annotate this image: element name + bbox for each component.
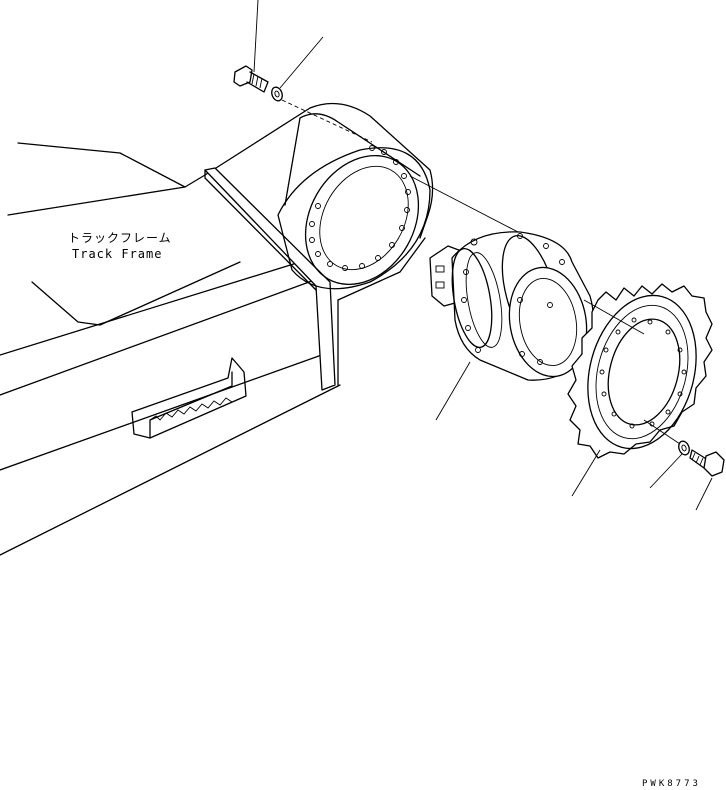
drawing-code: PWK8773 [642, 779, 701, 789]
frame-mount-flange [277, 147, 431, 290]
sprocket-washer [678, 440, 690, 456]
top-bolt [233, 65, 269, 93]
frame-step-handle [131, 357, 247, 439]
track-frame [0, 102, 434, 556]
sprocket-bolt [689, 449, 725, 477]
track-frame-label-jp: トラックフレーム [68, 231, 172, 245]
travel-motor [429, 231, 594, 381]
top-washer [271, 86, 283, 102]
flange-bolt-holes [309, 145, 411, 271]
leader-lines [253, 0, 713, 511]
sprocket [567, 283, 713, 459]
track-frame-label-en: Track Frame [72, 247, 162, 261]
assembly-lines [281, 99, 681, 445]
